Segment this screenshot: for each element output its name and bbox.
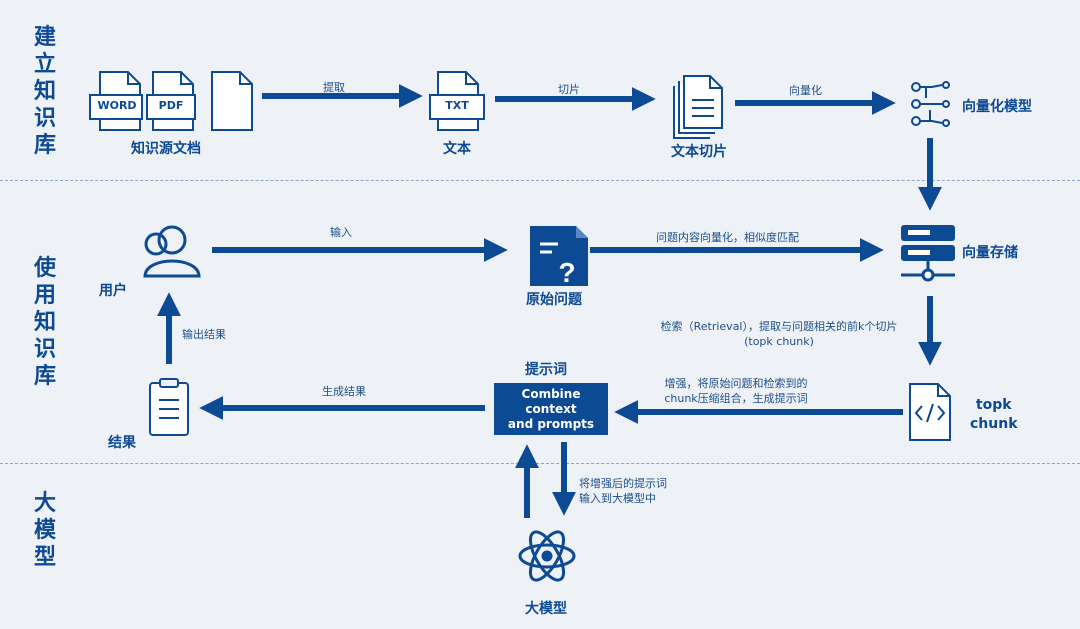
section-char: 识 xyxy=(33,337,56,362)
word-tag-label: WORD xyxy=(97,99,137,112)
retrieval-line-2: (topk chunk) xyxy=(744,335,814,348)
section-char: 立 xyxy=(33,52,56,77)
augment-line-1: 增强，将原始问题和检索到的 xyxy=(664,377,808,390)
code-doc-icon xyxy=(909,383,951,441)
section-char: 识 xyxy=(33,106,56,131)
section-title-use-kb: 使 用 知 识 库 xyxy=(30,255,60,390)
section-char: 大 xyxy=(33,491,56,516)
topk-line-2: chunk xyxy=(970,416,1018,432)
edge-retrieval-label: 检索（Retrieval），提取与问题相关的前k个切片 (topk chunk) xyxy=(640,319,918,349)
topk-chunk-label: topk chunk xyxy=(970,396,1018,434)
section-char: 知 xyxy=(33,310,56,335)
pdf-tag-icon xyxy=(146,94,196,120)
combine-line-1: Combine context xyxy=(521,386,581,416)
blank-doc-icon xyxy=(211,71,253,131)
edge-to-llm-label: 将增强后的提示词 输入到大模型中 xyxy=(579,476,667,506)
vector-store-label: 向量存储 xyxy=(962,245,1018,261)
section-char: 模 xyxy=(33,518,56,543)
section-char: 型 xyxy=(33,545,56,570)
edge-output-label: 输出结果 xyxy=(182,328,226,341)
edge-augment-label: 增强，将原始问题和检索到的 chunk压缩组合，生成提示词 xyxy=(646,376,826,406)
text-chunks-label: 文本切片 xyxy=(671,144,727,160)
section-divider xyxy=(0,463,1080,464)
word-tag-icon xyxy=(89,94,143,120)
combine-context-box: Combine context and prompts xyxy=(494,383,608,435)
neural-network-icon xyxy=(911,81,950,127)
combine-line-2: and prompts xyxy=(507,416,595,431)
section-char: 建 xyxy=(33,25,56,50)
edge-vectorize-label: 向量化 xyxy=(789,84,822,97)
txt-tag-icon xyxy=(429,94,485,120)
text-label: 文本 xyxy=(443,141,471,157)
vector-model-label: 向量化模型 xyxy=(962,99,1032,115)
edge-generate-label: 生成结果 xyxy=(322,385,366,398)
source-docs-label: 知识源文档 xyxy=(131,141,201,157)
prompt-title-label: 提示词 xyxy=(525,362,567,378)
original-question-label: 原始问题 xyxy=(526,292,582,308)
pdf-tag-label: PDF xyxy=(158,99,184,112)
svg-text:?: ? xyxy=(558,257,575,288)
edge-chunk-label: 切片 xyxy=(558,83,580,96)
atom-icon xyxy=(518,530,576,582)
topk-line-1: topk xyxy=(975,397,1012,413)
section-title-build-kb: 建 立 知 识 库 xyxy=(30,24,60,159)
user-label: 用户 xyxy=(99,283,127,299)
section-char: 知 xyxy=(33,79,56,104)
stacked-docs-icon xyxy=(673,75,723,139)
user-icon xyxy=(143,225,201,278)
edge-question-vectorize-label: 问题内容向量化，相似度匹配 xyxy=(656,231,799,244)
to-llm-line-2: 输入到大模型中 xyxy=(579,492,656,505)
section-char: 用 xyxy=(33,283,56,308)
server-icon xyxy=(901,225,955,282)
llm-label: 大模型 xyxy=(525,601,567,617)
section-char: 库 xyxy=(33,364,56,389)
section-char: 库 xyxy=(33,133,56,158)
txt-tag-label: TXT xyxy=(445,99,469,112)
retrieval-line-1: 检索（Retrieval），提取与问题相关的前k个切片 xyxy=(660,320,898,333)
clipboard-icon xyxy=(149,378,189,436)
augment-line-2: chunk压缩组合，生成提示词 xyxy=(664,392,808,405)
section-divider xyxy=(0,180,1080,181)
edge-extract-label: 提取 xyxy=(323,81,345,94)
edge-input-label: 输入 xyxy=(330,226,352,239)
result-label: 结果 xyxy=(108,435,136,451)
question-doc-icon: ? xyxy=(530,226,588,288)
section-title-llm: 大 模 型 xyxy=(30,490,60,571)
section-char: 使 xyxy=(33,256,56,281)
to-llm-line-1: 将增强后的提示词 xyxy=(579,477,667,490)
